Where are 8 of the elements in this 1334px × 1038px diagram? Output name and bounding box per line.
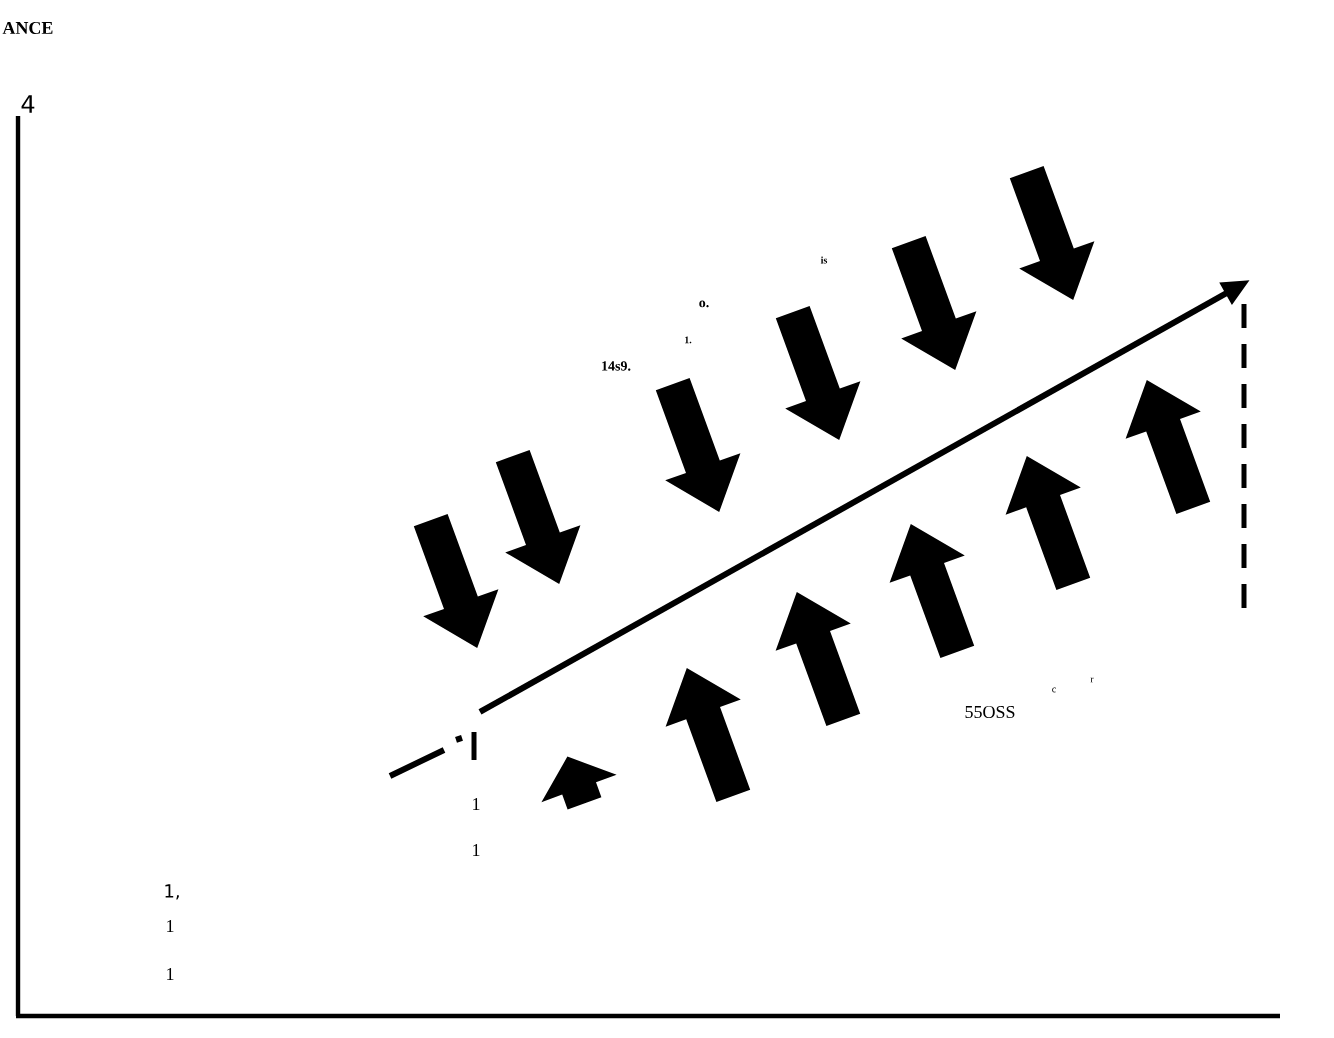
heading: ANCE — [2, 21, 53, 35]
scan-text: 1 — [473, 798, 480, 810]
scan-text: 1 — [167, 920, 174, 932]
scan-text: 1 — [167, 968, 174, 980]
scan-text: 55OSS — [965, 705, 1015, 719]
scan-text: 1 — [473, 844, 480, 856]
axis-label: 4 — [21, 95, 35, 113]
scan-text: 1, — [165, 884, 179, 900]
